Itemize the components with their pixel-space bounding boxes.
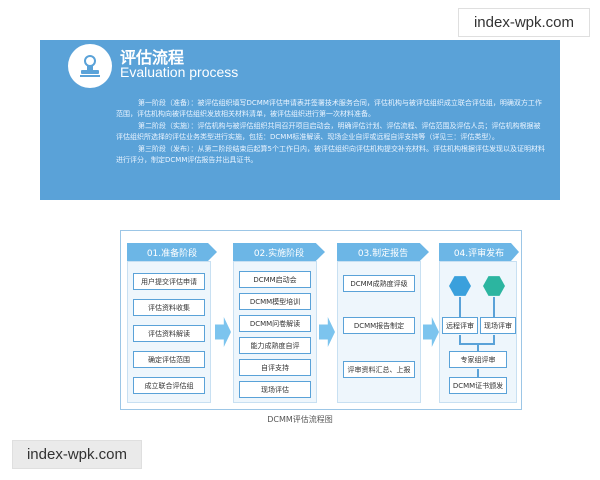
step-onsite-review: 现场评审 <box>480 317 516 334</box>
connector-line <box>493 297 495 317</box>
step-self-assessment: 能力成熟度自评 <box>239 337 311 354</box>
step-report-submission: 评审资料汇总、上报 <box>343 361 415 378</box>
hexagon-icon <box>483 276 505 296</box>
step-self-assessment-support: 自评支持 <box>239 359 311 376</box>
stage-2-title: 02.实施阶段 <box>233 243 325 261</box>
arrow-right-icon <box>319 317 335 347</box>
step-questionnaire: DCMM问卷解读 <box>239 315 311 332</box>
watermark-bottom: index-wpk.com <box>12 440 142 469</box>
watermark-top: index-wpk.com <box>458 8 590 37</box>
stage-4-title: 04.评审发布 <box>439 243 519 261</box>
stage-1-title: 01.准备阶段 <box>127 243 217 261</box>
step-model-training: DCMM模型培训 <box>239 293 311 310</box>
step-certificate-issuance: DCMM证书颁发 <box>449 377 507 394</box>
connector-line <box>477 343 479 351</box>
step-report-drafting: DCMM报告制定 <box>343 317 415 334</box>
step-remote-review: 远程评审 <box>442 317 478 334</box>
connector-line <box>493 335 495 345</box>
stage-3-title: 03.制定报告 <box>337 243 429 261</box>
stage-2-description: 第二阶段（实施）：评估机构与被评估组织共同召开项目启动会，明确评估计划、评估流程… <box>116 122 541 141</box>
step-maturity-rating: DCMM成熟度评级 <box>343 275 415 292</box>
arrow-right-icon <box>215 317 231 347</box>
diagram-caption: DCMM评估流程图 <box>267 415 333 424</box>
step-form-joint-group: 成立联合评估组 <box>133 377 205 394</box>
flow-diagram: 01.准备阶段 用户提交评估申请 评估资料收集 评估资料解读 确定评估范围 成立… <box>120 230 522 410</box>
step-collect-materials: 评估资料收集 <box>133 299 205 316</box>
connector-line <box>477 369 479 377</box>
step-define-scope: 确定评估范围 <box>133 351 205 368</box>
stage-1-description: 第一阶段（准备）：被评估组织填写DCMM评估申请表并签署技术服务合同，评估机构与… <box>116 99 542 118</box>
connector-line <box>459 297 461 317</box>
step-onsite-assessment: 现场评估 <box>239 381 311 398</box>
step-interpret-materials: 评估资料解读 <box>133 325 205 342</box>
connector-line <box>459 335 461 345</box>
banner-description: 第一阶段（准备）：被评估组织填写DCMM评估申请表并签署技术服务合同，评估机构与… <box>116 98 546 167</box>
step-submit-application: 用户提交评估申请 <box>133 273 205 290</box>
banner-title: 评估流程 <box>120 48 185 67</box>
step-kickoff-meeting: DCMM启动会 <box>239 271 311 288</box>
arrow-right-icon <box>423 317 439 347</box>
stage-3-description: 第三阶段（发布）：从第二阶段结束后起算5个工作日内，被评估组织向评估机构提交补充… <box>116 145 545 164</box>
step-expert-review: 专家组评审 <box>449 351 507 368</box>
stamp-icon <box>68 44 112 88</box>
evaluation-banner: 评估流程 Evaluation process 第一阶段（准备）：被评估组织填写… <box>40 40 560 200</box>
banner-subtitle: Evaluation process <box>120 64 239 80</box>
hexagon-icon <box>449 276 471 296</box>
